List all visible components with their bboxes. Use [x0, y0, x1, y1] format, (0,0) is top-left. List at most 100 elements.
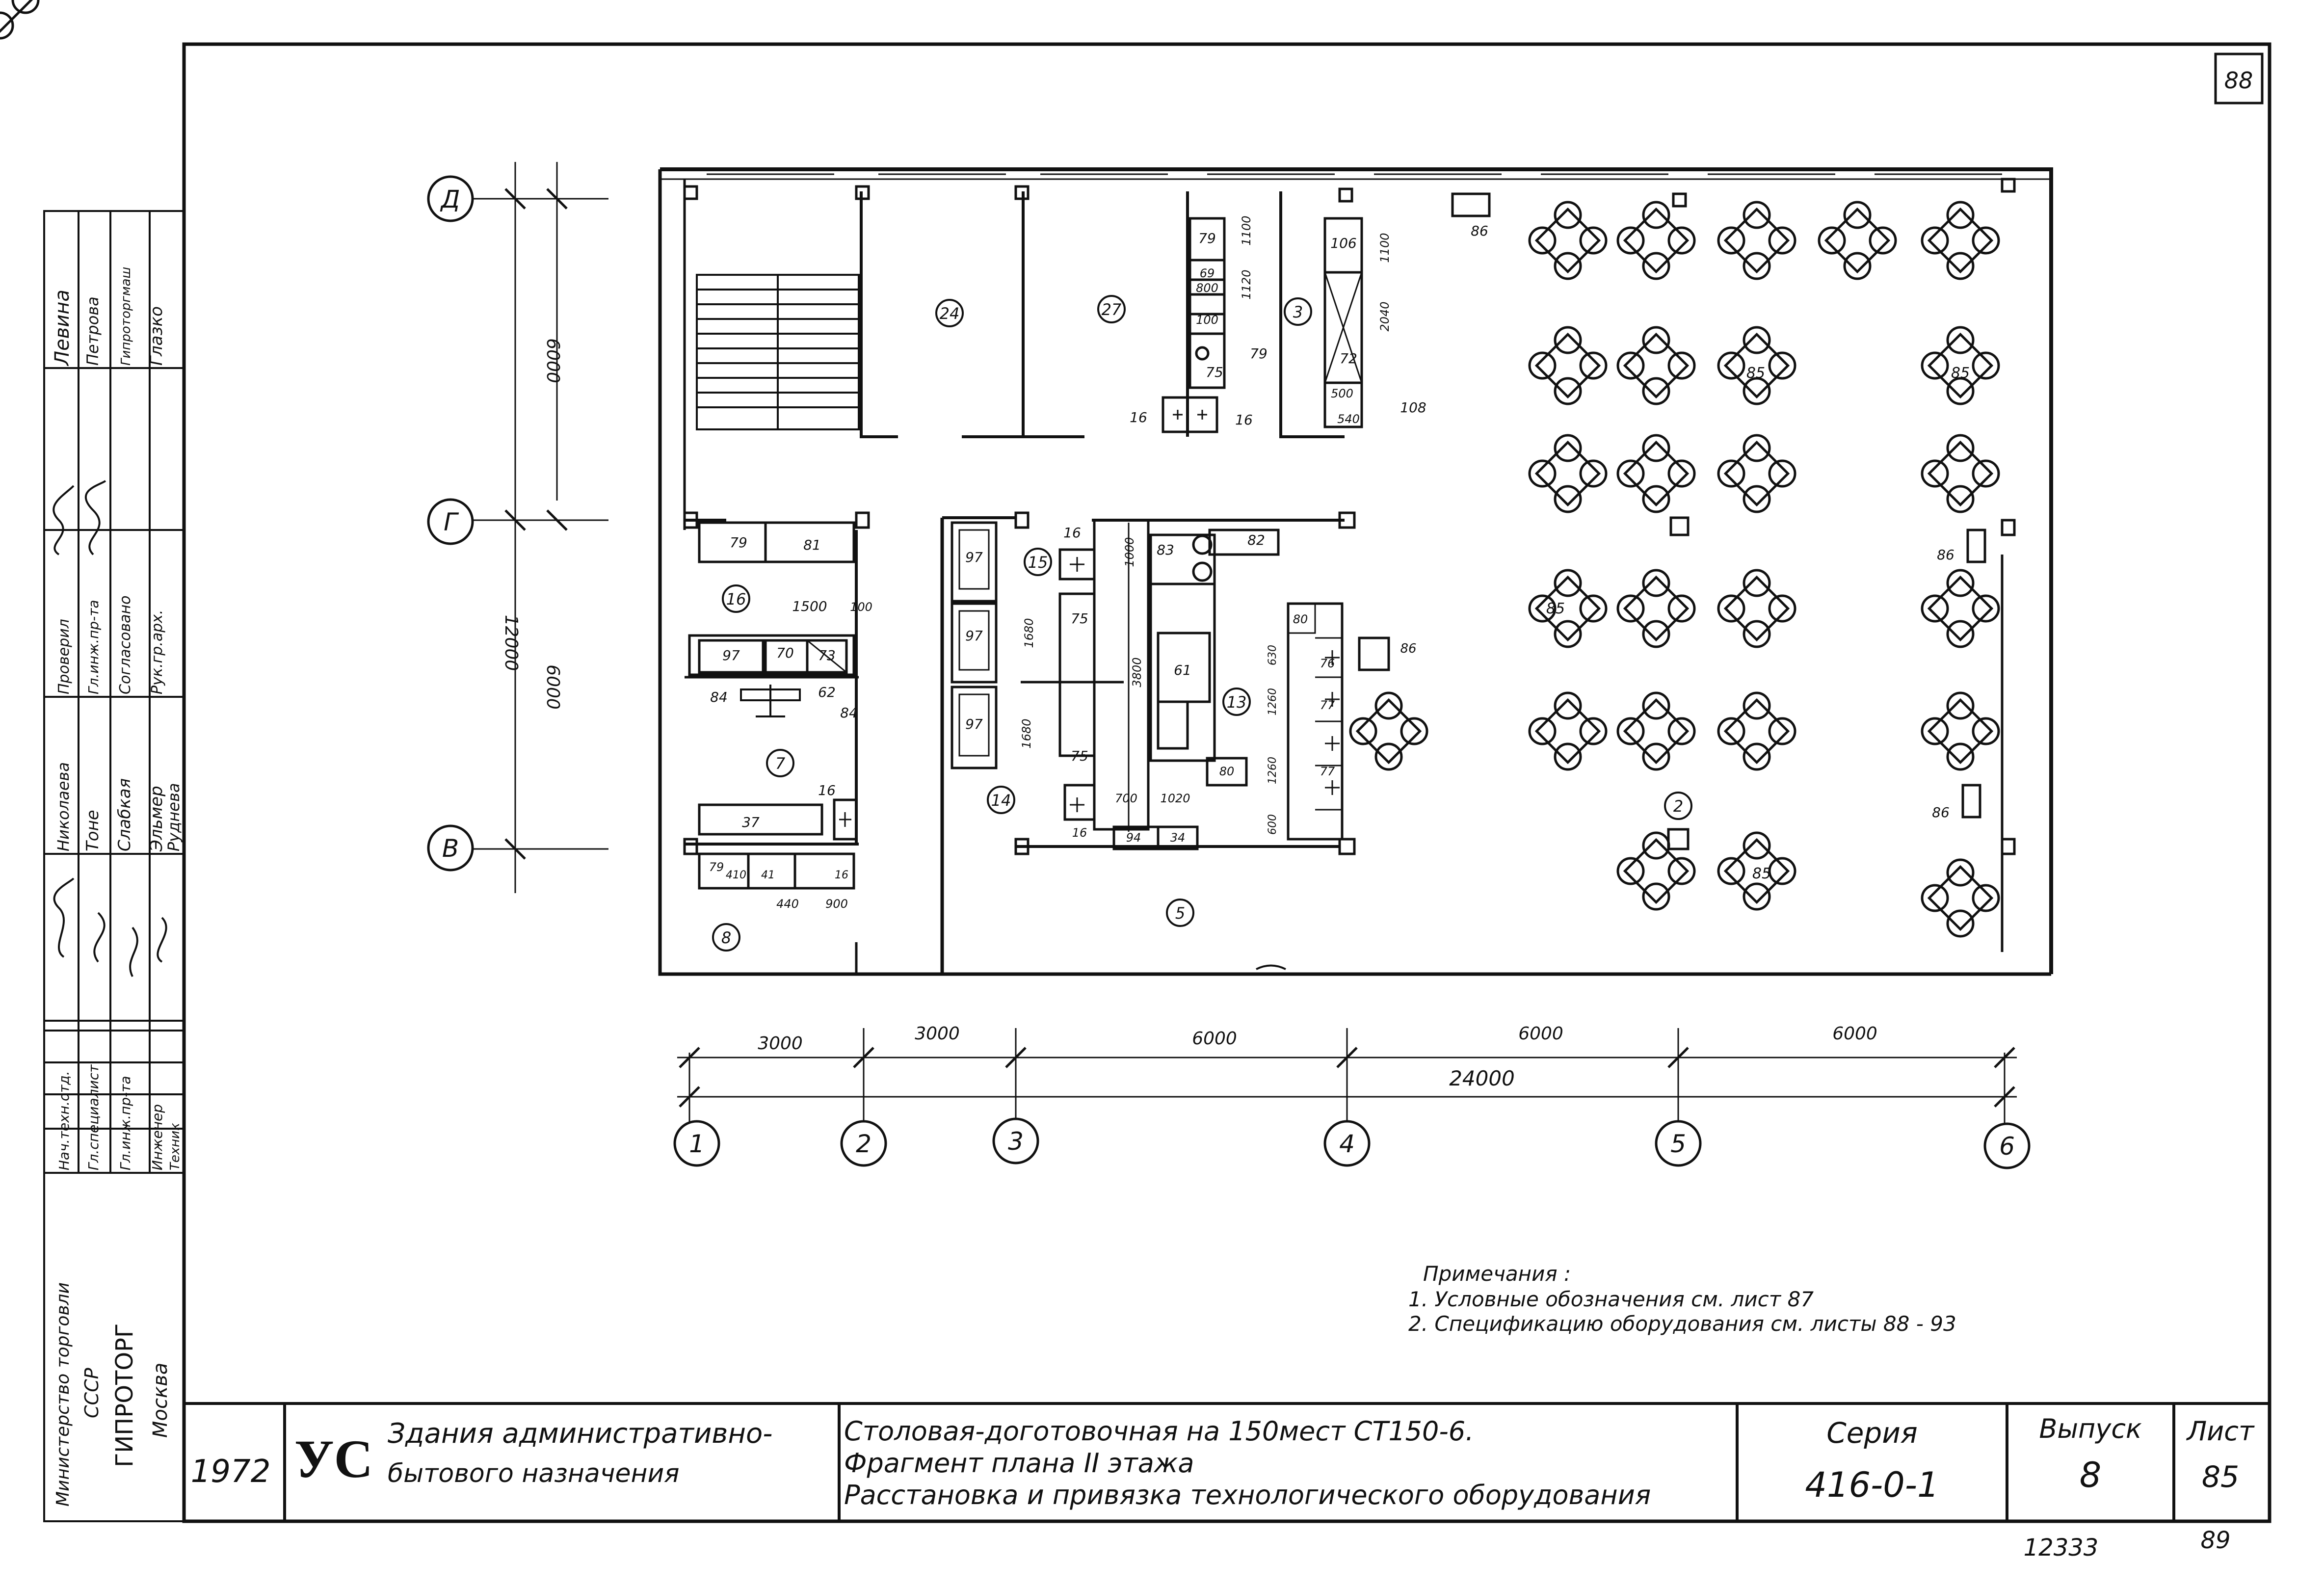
equip-label: 2040: [1378, 301, 1392, 331]
title-year: 1972: [191, 1454, 271, 1490]
axis-label-col-5: 5: [1670, 1130, 1686, 1158]
axis-label-row-g: Г: [444, 508, 459, 536]
equipment-blocks: [688, 192, 1986, 890]
room-24: 24: [940, 304, 960, 323]
category-line-1: Здания административно-: [388, 1418, 773, 1450]
equip-label: 16: [1072, 826, 1087, 840]
stamp-role: Гл.специалист: [85, 1064, 102, 1170]
equip-label: 108: [1400, 399, 1426, 416]
equip-label: 84: [710, 689, 728, 705]
equip-label: 1680: [1022, 618, 1036, 648]
equip-label: 1020: [1160, 792, 1190, 805]
equip-label: 77: [1320, 698, 1335, 712]
equip-label: 100: [850, 600, 872, 614]
equip-label: 37: [742, 814, 760, 830]
equip-label: 1000: [1123, 537, 1136, 567]
equip-label: 70: [776, 645, 794, 661]
equip-label: 900: [825, 897, 848, 911]
org-moscow: Москва: [149, 1363, 172, 1438]
axis-label-col-2: 2: [856, 1130, 872, 1158]
stamp-name2: Левина: [51, 290, 74, 367]
axis-grid: [469, 162, 2017, 1124]
equip-label: 86: [1400, 641, 1416, 656]
equip-label: 1100: [1240, 215, 1253, 245]
axis-label-row-v: В: [442, 834, 459, 863]
equip-label: 83: [1157, 542, 1174, 558]
dim-horizontal-2: 3000: [915, 1024, 960, 1044]
equip-label: 85: [1546, 600, 1565, 617]
stamp-name: Руднева: [164, 783, 183, 851]
equip-label: 85: [1746, 365, 1765, 382]
equip-label: 97: [965, 628, 983, 644]
room-15: 15: [1028, 553, 1048, 572]
notes-title: Примечания :: [1423, 1262, 1571, 1286]
stamp-name: Николаева: [54, 762, 73, 851]
left-stamp: [43, 210, 185, 1522]
stamp-role2: Рук.гр.арх.: [149, 609, 166, 694]
axis-label-row-d: Д: [440, 185, 460, 213]
sheet-number-top: 88: [2224, 67, 2253, 94]
equip-label: 62: [818, 684, 836, 700]
equip-label: 1100: [1378, 233, 1392, 263]
stamp-name: Тоне: [83, 810, 103, 851]
notes-line-2: 2. Спецификацию оборудования см. листы 8…: [1408, 1312, 1956, 1336]
equip-label: 79: [709, 860, 724, 874]
dining-tables: [0, 0, 1999, 936]
equip-label: 1260: [1267, 757, 1279, 784]
equip-label: 75: [1071, 748, 1088, 764]
desc-line-2: Фрагмент плана II этажа: [844, 1448, 1194, 1479]
archive-number: 12333: [2024, 1534, 2099, 1562]
equip-label: 79: [730, 534, 747, 551]
equip-label: 73: [818, 647, 836, 663]
notes: Примечания : 1. Условные обозначения см.…: [1408, 1262, 1956, 1336]
org-ussr: СССР: [81, 1368, 103, 1418]
notes-line-1: 1. Условные обозначения см. лист 87: [1408, 1287, 1814, 1311]
sheet-value: 85: [2202, 1460, 2239, 1494]
desc-line-3: Расстановка и привязка технологического …: [844, 1480, 1651, 1510]
logo-us: УС: [294, 1429, 373, 1489]
stamp-role2: Гл.инж.пр-та: [85, 600, 102, 694]
stamp-role2: Согласовано: [117, 595, 134, 694]
title-block: [184, 1402, 2270, 1521]
equip-label: 79: [1198, 230, 1216, 246]
equip-label: 106: [1330, 235, 1356, 251]
axis-label-col-3: 3: [1008, 1127, 1024, 1156]
equip-label: 16: [1130, 409, 1147, 425]
sheet-number-box: [2214, 53, 2264, 105]
equip-label: 94: [1126, 831, 1141, 845]
stamp-role: Гл.инж.пр-та: [117, 1076, 133, 1170]
stamp-name: Эльмер: [147, 786, 166, 852]
org-giprotorg: ГИПРОТОРГ: [111, 1323, 138, 1467]
floor-plan: [658, 167, 2053, 976]
equip-label: 72: [1340, 350, 1357, 367]
signatures: [53, 480, 167, 977]
sheet-number-bottom: 89: [2200, 1527, 2230, 1554]
equip-label: 85: [1752, 865, 1771, 882]
sheet-frame: [182, 42, 2271, 1523]
equip-label: 1120: [1240, 269, 1253, 299]
equip-label: 84: [840, 705, 858, 721]
equip-label: 600: [1267, 814, 1279, 835]
desc-line-1: Столовая-доготовочная на 150мест СТ150-6…: [844, 1416, 1474, 1447]
org-ministry: Министерство торговли: [53, 1282, 73, 1507]
equip-label: 97: [965, 716, 983, 732]
stamp-name2: Глазко: [147, 306, 166, 366]
equip-label: 16: [1235, 412, 1253, 428]
sheet-label: Лист: [2186, 1416, 2255, 1447]
equip-label: 34: [1170, 831, 1186, 845]
equip-label: 16: [835, 869, 848, 881]
equip-label: 540: [1337, 412, 1360, 426]
room-markers: [712, 295, 1692, 952]
equip-label: 75: [1071, 610, 1088, 627]
equip-label: 100: [1196, 313, 1218, 327]
equip-label: 1680: [1020, 718, 1033, 748]
room-27: 27: [1102, 300, 1122, 319]
equip-label: 3800: [1130, 657, 1144, 687]
equip-label: 700: [1115, 792, 1137, 805]
equip-label: 82: [1247, 532, 1265, 548]
category-line-2: бытового назначения: [388, 1459, 680, 1488]
stamp-role: Инженер: [149, 1104, 165, 1170]
axis-label-col-1: 1: [689, 1130, 705, 1158]
room-5: 5: [1175, 904, 1185, 923]
